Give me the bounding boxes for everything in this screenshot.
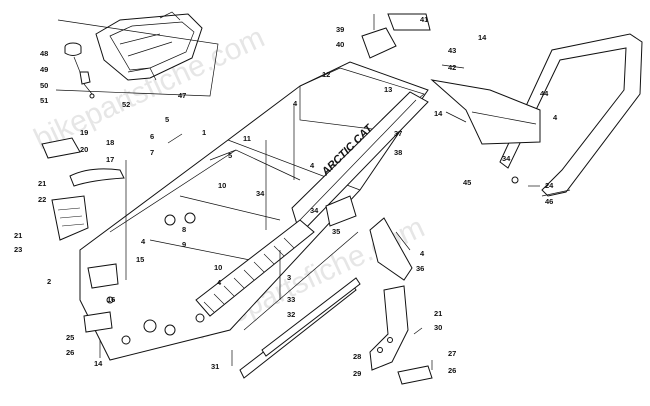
callout-30: 30 xyxy=(434,323,442,332)
brace-34 xyxy=(325,195,357,227)
callout-28: 28 xyxy=(353,352,361,361)
callout-14-a: 14 xyxy=(478,33,487,42)
callout-4-d: 4 xyxy=(217,278,222,287)
callout-18: 18 xyxy=(106,138,114,147)
leader-lines xyxy=(99,64,571,370)
snow-flap xyxy=(430,79,541,145)
callout-14-b: 14 xyxy=(434,109,443,118)
callout-39: 39 xyxy=(336,25,344,34)
callout-10-a: 10 xyxy=(218,181,226,190)
group-bracket-47 xyxy=(55,19,219,97)
callout-44: 44 xyxy=(540,89,549,98)
callout-31: 31 xyxy=(211,362,219,371)
tail-bracket xyxy=(361,13,431,59)
callout-34-b: 34 xyxy=(310,206,319,215)
tunnel xyxy=(79,61,429,361)
callout-23: 23 xyxy=(14,245,22,254)
callout-19: 19 xyxy=(80,128,88,137)
callout-26-a: 26 xyxy=(66,348,74,357)
callout-49: 49 xyxy=(40,65,48,74)
callout-21-a: 21 xyxy=(38,179,46,188)
callout-21-b: 21 xyxy=(14,231,22,240)
callout-47: 47 xyxy=(178,91,186,100)
callout-40: 40 xyxy=(336,40,344,49)
callout-4-e: 4 xyxy=(420,249,425,258)
callout-29: 29 xyxy=(353,369,361,378)
callout-41: 41 xyxy=(420,15,428,24)
left-side-components xyxy=(41,137,125,333)
callout-17: 17 xyxy=(106,155,114,164)
footrest-bracket xyxy=(369,217,413,281)
callout-33: 33 xyxy=(287,295,295,304)
callout-45: 45 xyxy=(463,178,471,187)
callout-48: 48 xyxy=(40,49,48,58)
storage-cover xyxy=(95,11,203,81)
callout-43: 43 xyxy=(448,46,456,55)
callout-13: 13 xyxy=(384,85,392,94)
callout-15: 15 xyxy=(136,255,144,264)
callout-2: 2 xyxy=(47,277,51,286)
callout-26-b: 26 xyxy=(448,366,456,375)
callout-36: 36 xyxy=(416,264,424,273)
track-rails xyxy=(239,231,361,379)
callout-11: 11 xyxy=(243,134,251,143)
fastener-stack xyxy=(64,42,95,99)
callout-21-c: 21 xyxy=(434,309,442,318)
callout-32: 32 xyxy=(287,310,295,319)
callout-7: 7 xyxy=(150,148,154,157)
callout-25: 25 xyxy=(66,333,74,342)
callout-38: 38 xyxy=(394,148,402,157)
callout-9: 9 xyxy=(182,240,186,249)
callout-labels: 1 2 3 4 4 4 4 4 4 5 5 6 7 8 9 10 10 11 1… xyxy=(14,15,558,378)
callout-3: 3 xyxy=(287,273,291,282)
callout-22: 22 xyxy=(38,195,46,204)
callout-8: 8 xyxy=(182,225,186,234)
callout-10-b: 10 xyxy=(214,263,222,272)
callout-4-b: 4 xyxy=(310,161,315,170)
callout-37: 37 xyxy=(394,129,402,138)
callout-34-c: 34 xyxy=(502,154,511,163)
callout-4-f: 4 xyxy=(553,113,558,122)
callout-16: 16 xyxy=(107,295,115,304)
callout-34-a: 34 xyxy=(256,189,265,198)
callout-27: 27 xyxy=(448,349,456,358)
callout-1: 1 xyxy=(202,128,206,137)
lower-bracket xyxy=(369,285,433,385)
callout-46: 46 xyxy=(545,197,553,206)
callout-6: 6 xyxy=(150,132,154,141)
callout-42: 42 xyxy=(448,63,456,72)
tunnel-reinforcement xyxy=(195,219,315,317)
callout-51: 51 xyxy=(40,96,48,105)
callout-5-b: 5 xyxy=(228,151,232,160)
callout-4-c: 4 xyxy=(141,237,146,246)
callout-20: 20 xyxy=(80,145,88,154)
callout-14-c: 14 xyxy=(94,359,103,368)
callout-5-a: 5 xyxy=(165,115,169,124)
callout-52: 52 xyxy=(122,100,130,109)
callout-12: 12 xyxy=(322,70,330,79)
callout-50: 50 xyxy=(40,81,48,90)
callout-4-a: 4 xyxy=(293,99,298,108)
callout-24: 24 xyxy=(545,181,554,190)
callout-35: 35 xyxy=(332,227,340,236)
